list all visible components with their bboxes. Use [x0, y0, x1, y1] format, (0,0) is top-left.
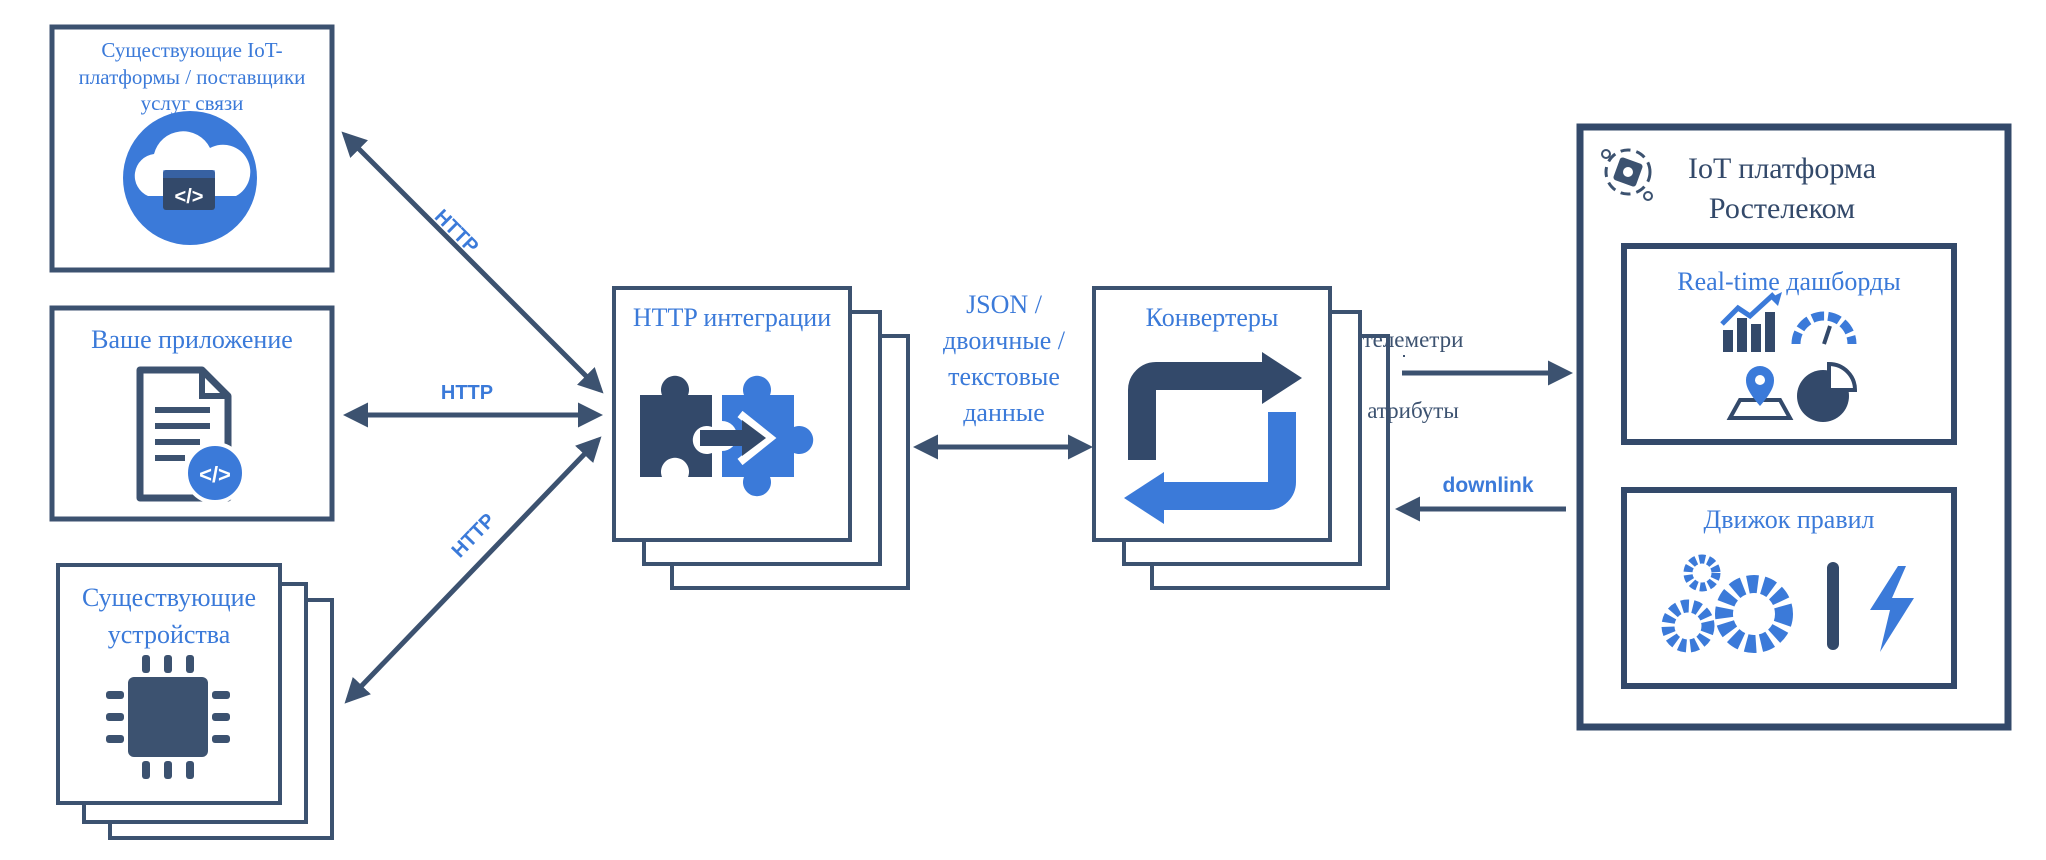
- integrations-stack: HTTP интеграции: [612, 286, 910, 590]
- your-app-label: Ваше приложение: [91, 325, 293, 354]
- telemetry-label: телеметри: [1363, 327, 1464, 352]
- payload-line4: данные: [963, 398, 1045, 427]
- existing-platforms-line1: Существующие IoT-: [101, 38, 282, 62]
- cloud-code-icon: </>: [123, 111, 257, 245]
- rules-panel: Движок правил: [1621, 487, 1957, 689]
- payload-line2: двоичные /: [943, 326, 1066, 355]
- repeat-arrows-icon: [1124, 352, 1302, 524]
- platform-title-line1: IoT платформа: [1688, 152, 1876, 185]
- puzzle-icon: [640, 375, 814, 497]
- platform-links: телеметри атрибуты downlink: [1363, 327, 1573, 522]
- existing-platforms-line3: услуг связи: [141, 91, 244, 115]
- dashboards-panel: Real-time дашборды: [1621, 243, 1957, 445]
- existing-devices-line1: Существующие: [82, 583, 256, 612]
- svg-text:</>: </>: [175, 186, 204, 208]
- iot-platform-box: IoT платформа Ростелеком Real-time дашбо…: [1576, 123, 2012, 731]
- converters-stack: Конвертеры: [1092, 286, 1390, 590]
- separator-bar: [1827, 562, 1839, 650]
- http-label-mid: HTTP: [441, 382, 493, 404]
- your-app-box: Ваше приложение </>: [49, 305, 335, 522]
- bar-trend-icon: [1720, 292, 1782, 352]
- code-document-icon: </>: [136, 366, 246, 504]
- attributes-label: атрибуты: [1367, 398, 1459, 423]
- http-arrows: HTTP HTTP HTTP: [341, 131, 604, 704]
- http-label-bottom: HTTP: [448, 509, 500, 562]
- gears-icon: [1661, 554, 1793, 653]
- gauge-icon: [1791, 311, 1857, 345]
- payload-line1: JSON /: [966, 290, 1043, 319]
- dashboards-label: Real-time дашборды: [1677, 267, 1900, 296]
- map-pin-icon: [1726, 366, 1794, 420]
- lightning-icon: [1870, 566, 1914, 652]
- payload-link: JSON / двоичные / текстовые данные: [913, 290, 1093, 460]
- chip-icon: [106, 655, 230, 779]
- existing-platforms-line2: платформы / поставщики: [79, 65, 306, 89]
- svg-text:</>: </>: [199, 462, 231, 487]
- converters-label: Конвертеры: [1146, 303, 1279, 332]
- existing-platforms-box: Существующие IoT- платформы / поставщики…: [49, 24, 335, 273]
- platform-title-line2: Ростелеком: [1709, 192, 1855, 225]
- http-arrow-top: [341, 131, 604, 394]
- rules-label: Движок правил: [1704, 505, 1875, 534]
- http-arrow-bottom: [344, 436, 602, 704]
- pie-icon: [1797, 361, 1858, 422]
- existing-devices-line2: устройства: [108, 620, 231, 649]
- payload-line3: текстовые: [948, 362, 1060, 391]
- http-label-top: HTTP: [430, 206, 482, 258]
- chip-gear-icon: [1601, 148, 1653, 201]
- integrations-label: HTTP интеграции: [633, 303, 831, 332]
- downlink-label: downlink: [1443, 474, 1534, 497]
- existing-devices-stack: Существующие устройства: [56, 563, 334, 840]
